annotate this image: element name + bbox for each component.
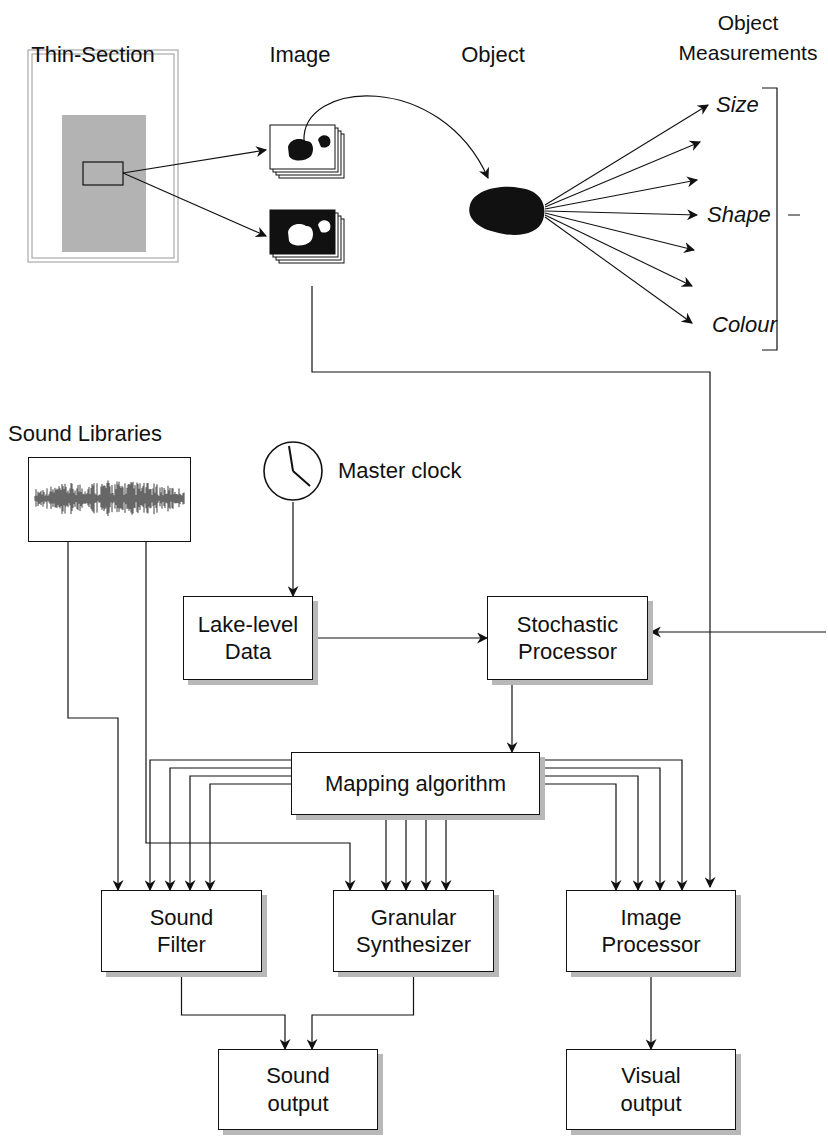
box-label: Sound output bbox=[248, 1062, 348, 1117]
waveform bbox=[29, 458, 189, 540]
connector bbox=[445, 815, 446, 890]
object-blob bbox=[469, 187, 544, 235]
box-label: Image Processor bbox=[586, 904, 716, 959]
measurement-label: Size bbox=[716, 90, 796, 120]
connector bbox=[312, 972, 414, 1049]
box-label: Stochastic Processor bbox=[498, 611, 638, 666]
image-stack-dark bbox=[270, 210, 344, 263]
connector bbox=[210, 784, 291, 890]
image-stack-light bbox=[270, 125, 344, 178]
sound-library: Sound Libraries bbox=[28, 420, 191, 542]
process-box: Granular Synthesizer bbox=[333, 890, 494, 972]
object-arrow bbox=[304, 96, 488, 178]
measurement-label: Shape bbox=[707, 200, 797, 230]
box-label: Granular Synthesizer bbox=[344, 904, 484, 959]
connector bbox=[540, 776, 638, 890]
process-box: Stochastic Processor bbox=[487, 596, 648, 680]
process-box: Image Processor bbox=[566, 890, 736, 972]
connector bbox=[425, 815, 426, 890]
process-box: Visual output bbox=[566, 1049, 736, 1130]
process-box: Sound Filter bbox=[101, 890, 262, 972]
library-heading: Sound Libraries bbox=[8, 420, 162, 448]
process-box: Mapping algorithm bbox=[291, 752, 540, 815]
box-label: Visual output bbox=[596, 1062, 706, 1117]
clock-node: Master clock bbox=[262, 440, 512, 502]
connector bbox=[68, 542, 118, 890]
measurement-label: Colour bbox=[712, 310, 802, 340]
connector bbox=[313, 637, 487, 638]
clock-label: Master clock bbox=[338, 457, 461, 485]
clock-icon bbox=[262, 440, 324, 502]
connector bbox=[511, 680, 512, 752]
connector bbox=[190, 776, 291, 890]
process-box: Lake-level Data bbox=[183, 596, 313, 680]
connector bbox=[385, 815, 386, 890]
section-arrows bbox=[123, 150, 266, 236]
connector bbox=[150, 760, 291, 890]
process-box: Sound output bbox=[218, 1049, 378, 1130]
connector bbox=[146, 542, 350, 890]
measurement-arrows bbox=[545, 105, 708, 323]
measurement-feed bbox=[651, 631, 826, 632]
section-heading: Object bbox=[443, 40, 543, 70]
section-heading: Object Measurements bbox=[674, 8, 822, 68]
waveform-box bbox=[28, 457, 191, 542]
connector bbox=[540, 768, 660, 890]
connector bbox=[540, 760, 682, 890]
box-label: Lake-level Data bbox=[192, 611, 304, 666]
connector bbox=[405, 815, 406, 890]
connector bbox=[182, 972, 286, 1049]
section-heading: Image bbox=[250, 40, 350, 70]
thin-section bbox=[28, 50, 178, 262]
box-label: Mapping algorithm bbox=[325, 770, 506, 798]
connector bbox=[650, 972, 651, 1049]
connector bbox=[170, 768, 291, 890]
connector bbox=[292, 502, 293, 596]
box-label: Sound Filter bbox=[132, 904, 232, 959]
connector bbox=[540, 784, 616, 890]
section-heading: Thin-Section bbox=[8, 40, 178, 70]
